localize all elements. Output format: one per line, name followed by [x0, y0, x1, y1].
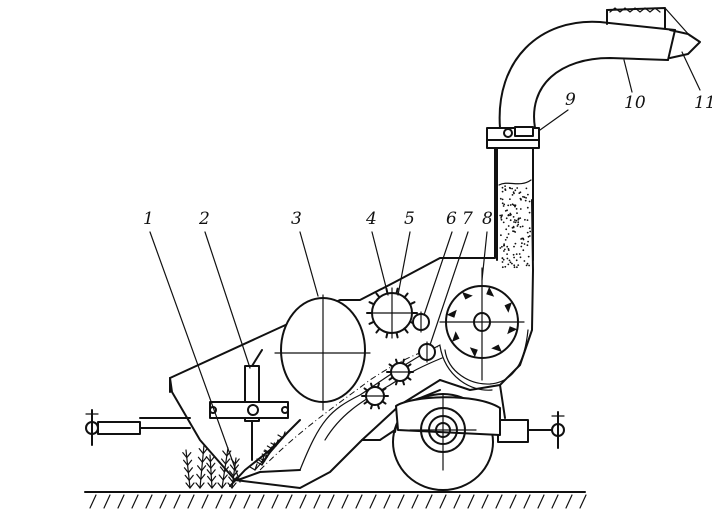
- rotor-3: [274, 294, 371, 411]
- discharge-chute: [496, 147, 534, 269]
- label-1: 1: [143, 209, 154, 229]
- label-9: 9: [565, 90, 576, 110]
- label-5: 5: [404, 209, 415, 229]
- rolls-6-7: [412, 311, 436, 363]
- label-11: 11: [694, 93, 712, 113]
- leader-lines: [149, 51, 701, 483]
- label-4: 4: [365, 209, 377, 229]
- label-8: 8: [482, 209, 493, 229]
- label-3: 3: [291, 209, 302, 229]
- pickup-1: [182, 419, 301, 489]
- ground: [84, 491, 587, 509]
- part-labels: 1 2 3 4 5 6 7 8 9 10 11: [143, 90, 712, 229]
- label-7: 7: [462, 209, 473, 229]
- lower-gears: [361, 358, 414, 410]
- front-hitch: [85, 409, 191, 446]
- delivery-spout: [498, 7, 701, 129]
- label-10: 10: [624, 93, 646, 113]
- rear-hitch: [497, 411, 565, 449]
- label-2: 2: [198, 209, 210, 229]
- blower-8: [439, 267, 525, 381]
- wheel: [392, 393, 501, 491]
- toothed-rotor-4: [366, 287, 418, 339]
- chute-bracket: [486, 126, 540, 149]
- label-6: 6: [446, 209, 457, 229]
- reel-2: [209, 349, 289, 461]
